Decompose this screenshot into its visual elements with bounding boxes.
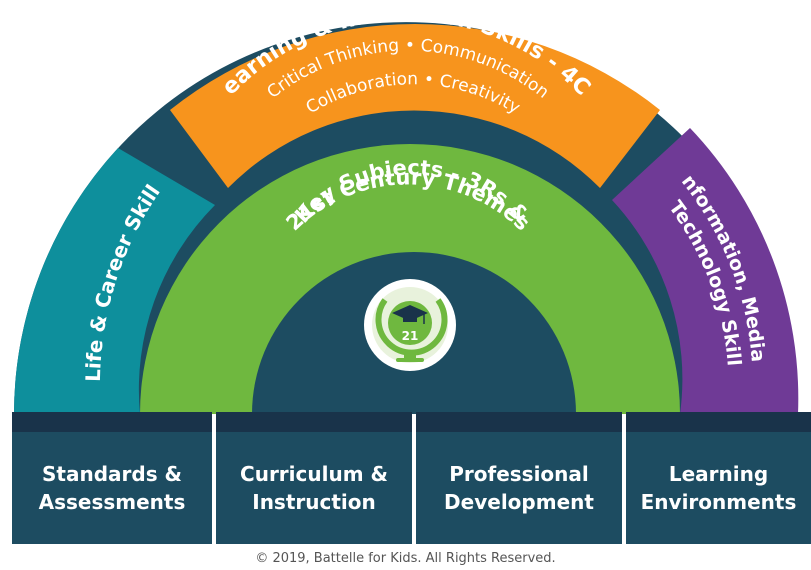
logo-text: 21 bbox=[402, 329, 419, 343]
pillar-cap bbox=[216, 412, 412, 432]
copyright-text: © 2019, Battelle for Kids. All Rights Re… bbox=[255, 551, 556, 566]
pillar-line2: Environments bbox=[640, 490, 797, 514]
globe-graduation-cap-icon: 21 bbox=[364, 279, 456, 371]
pillar-line2: Assessments bbox=[38, 490, 186, 514]
pillar-professional-development: Professional Development bbox=[416, 412, 622, 544]
pillar-body: Standards & Assessments bbox=[12, 432, 212, 544]
pillar-cap bbox=[416, 412, 622, 432]
pillar-cap bbox=[626, 412, 811, 432]
pillar-line2: Instruction bbox=[252, 490, 376, 514]
pillar-standards-assessments: Standards & Assessments bbox=[12, 412, 212, 544]
pillar-curriculum-instruction: Curriculum & Instruction bbox=[216, 412, 412, 544]
pillar-line1: Curriculum & bbox=[240, 462, 388, 486]
pillar-cap bbox=[12, 412, 212, 432]
life-career-skills-segment bbox=[13, 148, 215, 414]
pillar-line1: Learning bbox=[668, 462, 769, 486]
pillar-body: Learning Environments bbox=[626, 432, 811, 544]
pillar-body: Curriculum & Instruction bbox=[216, 432, 412, 544]
learning-innovation-segment bbox=[170, 24, 660, 188]
pillar-learning-environments: Learning Environments bbox=[626, 412, 811, 544]
pillar-body: Professional Development bbox=[416, 432, 622, 544]
pillar-line2: Development bbox=[444, 490, 594, 514]
information-media-technology-segment bbox=[612, 128, 799, 414]
pillar-line1: Professional bbox=[449, 462, 589, 486]
pillar-line1: Standards & bbox=[42, 462, 182, 486]
